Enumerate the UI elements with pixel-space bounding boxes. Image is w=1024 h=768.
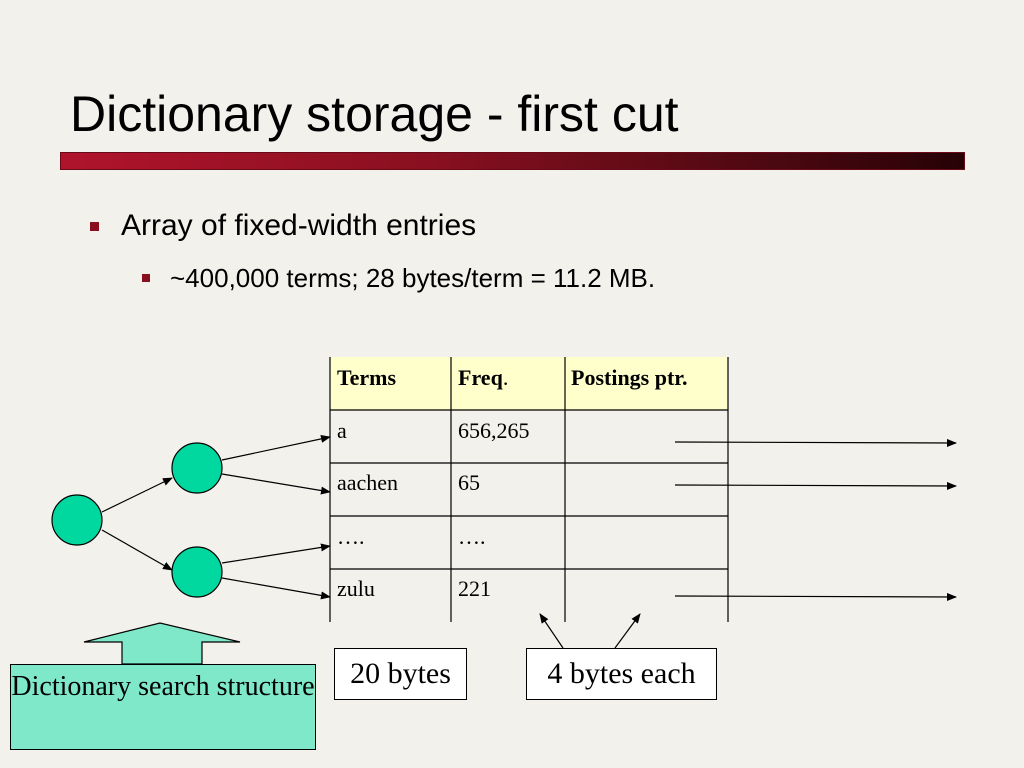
table-header-terms: Terms: [337, 365, 397, 390]
field-width-arrow-freq: [539, 613, 564, 649]
table-cell-term: a: [337, 418, 347, 443]
search-structure-up-arrow: [83, 622, 241, 665]
tree-edge: [101, 529, 173, 571]
bullet-2: ~400,000 terms; 28 bytes/term = 11.2 MB.: [142, 260, 655, 296]
table-header-postings-ptr: Postings ptr.: [571, 365, 688, 390]
table-cell-freq: 221: [458, 576, 491, 601]
table-cell-freq: 656,265: [458, 418, 530, 443]
table-cell-term: zulu: [337, 576, 375, 601]
table-cell-freq: ….: [458, 524, 486, 549]
dictionary-search-structure-label: Dictionary search structure: [10, 664, 316, 750]
tree-edge: [221, 543, 331, 564]
tree-child-node-top: [171, 442, 223, 494]
bullet-2-text: ~400,000 terms; 28 bytes/term = 11.2 MB.: [170, 263, 656, 293]
tree-edge: [221, 434, 331, 461]
title-underline-bar: [60, 152, 965, 170]
field-width-label: 4 bytes each: [526, 648, 717, 700]
table-cell-freq: 65: [458, 470, 480, 495]
field-width-arrow-ptr: [614, 613, 641, 649]
table-cell-term: ….: [337, 524, 365, 549]
term-width-label: 20 bytes: [334, 648, 467, 700]
table-grid: [329, 357, 729, 622]
postings-arrow-zulu: [674, 592, 957, 601]
slide-title: Dictionary storage - first cut: [70, 86, 679, 142]
tree-edge: [221, 473, 331, 495]
table-header-freq-dot: .: [502, 365, 509, 390]
table-header-freq-label: Freq: [458, 365, 503, 390]
bullet-1: Array of fixed-width entries: [90, 205, 476, 247]
table-header-background: [330, 357, 728, 410]
table-cell-term: aachen: [337, 470, 399, 495]
postings-arrow-aachen: [674, 481, 957, 490]
tree-edge: [101, 477, 173, 513]
bullet-1-text: Array of fixed-width entries: [121, 209, 477, 242]
bullet-square-icon: [90, 221, 99, 231]
tree-child-node-bottom: [171, 546, 223, 598]
tree-edge: [221, 577, 331, 600]
table-header-freq: Freq.: [458, 365, 508, 391]
bullet-square-icon: [142, 274, 150, 282]
tree-root-node: [51, 494, 103, 546]
postings-arrow-a: [674, 438, 957, 447]
